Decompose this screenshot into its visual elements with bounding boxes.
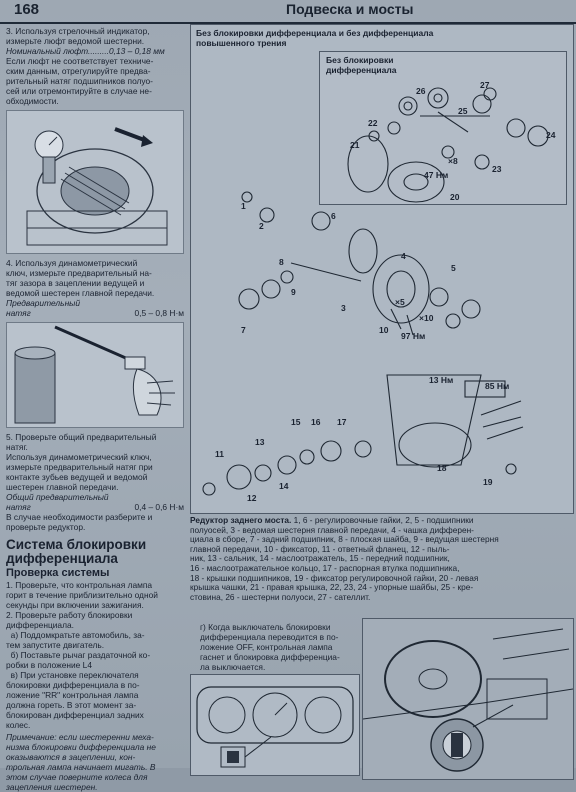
note-text: Примечание: если шестеренни меха- низма … xyxy=(6,732,156,792)
inset-drawing xyxy=(347,87,549,203)
left-column: 3. Используя стрелочный индикатор, измер… xyxy=(6,26,184,792)
label-5: 5 xyxy=(451,263,456,273)
inset-title: Без блокировки дифференциала xyxy=(326,55,397,75)
label-8: 8 xyxy=(279,257,284,267)
inset-label-27: 27 xyxy=(480,80,490,90)
dial-indicator-illustration xyxy=(6,110,184,254)
cabin-switch-drawing xyxy=(362,619,574,779)
label-10: 10 xyxy=(379,325,389,335)
inset-label-x8: ×8 xyxy=(448,156,458,166)
diagram-caption: Редуктор заднего моста. 1, 6 - регулиров… xyxy=(190,515,572,602)
step-5-note: В случае необходимости разберите и прове… xyxy=(6,512,153,532)
inset-label-22: 22 xyxy=(368,118,378,128)
caption-heading: Редуктор заднего моста. xyxy=(190,515,292,525)
label-19: 19 xyxy=(483,477,493,487)
label-x10: ×10 xyxy=(419,313,434,323)
page-header: 168 Подвеска и мосты xyxy=(0,0,576,24)
dial-indicator-drawing xyxy=(7,111,183,253)
step-3-text: 3. Используя стрелочный индикатор, измер… xyxy=(6,26,150,46)
label-13: 13 xyxy=(255,437,265,447)
inset-label-23: 23 xyxy=(492,164,502,174)
label-x5: ×5 xyxy=(395,297,405,307)
torque-wrench-drawing xyxy=(7,323,183,427)
instrument-cluster-drawing xyxy=(191,675,359,775)
diagram-title: Без блокировки дифференциала и без диффе… xyxy=(196,28,434,48)
total-preload-spec: Общий предварительный натяг 0,4 – 0,6 Н·… xyxy=(6,492,184,512)
label-9: 9 xyxy=(291,287,296,297)
section-heading: Подвеска и мосты xyxy=(286,1,414,17)
label-12: 12 xyxy=(247,493,257,503)
label-97nm: 97 Нм xyxy=(401,331,426,341)
label-14: 14 xyxy=(279,481,289,491)
inset-label-47nm: 47 Нм xyxy=(424,170,449,180)
label-18: 18 xyxy=(437,463,447,473)
label-6: 6 xyxy=(331,211,336,221)
step-3-note: Если люфт не соответствует техниче- ским… xyxy=(6,56,154,106)
preload-value: 0,5 – 0,8 Н·м xyxy=(134,308,184,318)
check-steps: 1. Проверьте, что контрольная лампа гори… xyxy=(6,580,158,730)
step-g-text: г) Когда выключатель блокировки дифферен… xyxy=(200,622,340,672)
step-5-text: 5. Проверьте общий предварительный натяг… xyxy=(6,432,157,492)
step-4-text: 4. Используя динамометрический ключ, изм… xyxy=(6,258,155,298)
inset-label-25: 25 xyxy=(458,106,468,116)
label-13nm: 13 Нм xyxy=(429,375,454,385)
label-4: 4 xyxy=(401,251,406,261)
torque-wrench-illustration xyxy=(6,322,184,428)
inset-label-21: 21 xyxy=(350,140,360,150)
label-1: 1 xyxy=(241,201,246,211)
label-16: 16 xyxy=(311,417,321,427)
preload-label: Предварительный натяг xyxy=(6,298,80,318)
check-subtitle: Проверка системы xyxy=(6,567,110,579)
label-17: 17 xyxy=(337,417,347,427)
inset-label-24: 24 xyxy=(546,130,556,140)
preload-spec: Предварительный натяг 0,5 – 0,8 Н·м xyxy=(6,298,184,318)
instrument-cluster-illustration xyxy=(190,674,360,776)
system-section-title: Система блокировки дифференциала xyxy=(6,537,147,566)
inset-diagram: Без блокировки дифференциала xyxy=(319,51,567,205)
exploded-diagram: Без блокировки дифференциала и без диффе… xyxy=(190,24,574,514)
label-3: 3 xyxy=(341,303,346,313)
inset-label-20: 20 xyxy=(450,192,460,202)
cabin-switch-illustration xyxy=(362,618,574,780)
total-preload-value: 0,4 – 0,6 Н·м xyxy=(134,502,184,512)
label-2: 2 xyxy=(259,221,264,231)
total-preload-label: Общий предварительный натяг xyxy=(6,492,109,512)
label-85nm: 85 Нм xyxy=(485,381,510,391)
label-11: 11 xyxy=(215,449,224,459)
inset-label-26: 26 xyxy=(416,86,426,96)
backlash-spec: Номинальный люфт.........0,13 – 0,18 мм xyxy=(6,46,165,56)
label-15: 15 xyxy=(291,417,301,427)
page-number: 168 xyxy=(14,1,40,18)
label-7: 7 xyxy=(241,325,246,335)
caption-body: 1, 6 - регулировочные гайки, 2, 5 - подш… xyxy=(190,515,499,602)
